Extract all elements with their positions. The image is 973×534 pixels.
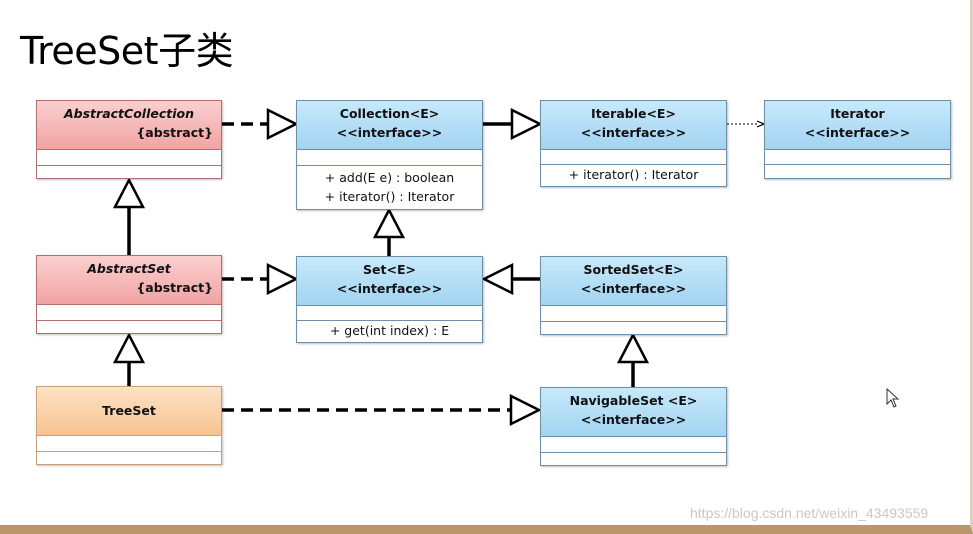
class-name: TreeSet bbox=[102, 403, 156, 418]
hollow-arrowhead bbox=[112, 332, 146, 364]
interface-stereotype: <<interface>> bbox=[580, 125, 687, 140]
methods-section: + get(int index) : E bbox=[297, 320, 482, 342]
watermark-url: https://blog.csdn.net/weixin_43493559 bbox=[690, 505, 929, 521]
method: + add(E e) : boolean bbox=[324, 170, 455, 185]
slide-title: TreeSet子类 bbox=[20, 29, 234, 73]
interface-stereotype: <<interface>> bbox=[580, 281, 687, 296]
class-name: AbstractCollection bbox=[64, 106, 194, 121]
hollow-arrowhead bbox=[266, 262, 299, 296]
attributes-section bbox=[297, 149, 482, 165]
hollow-arrowhead bbox=[372, 207, 406, 239]
collection-interface-box: Collection<E> <<interface>> + add(E e) :… bbox=[296, 100, 483, 210]
class-stereotype: {abstract} bbox=[136, 280, 213, 295]
interface-name: SortedSet<E> bbox=[583, 262, 684, 277]
interface-stereotype: <<interface>> bbox=[580, 412, 687, 427]
methods-section bbox=[541, 452, 726, 465]
hollow-arrowhead bbox=[112, 177, 146, 209]
sortedset-interface-box: SortedSet<E> <<interface>> bbox=[540, 256, 727, 335]
attributes-section bbox=[37, 435, 221, 451]
treeset-class-box: TreeSet bbox=[36, 386, 222, 465]
mouse-pointer-icon bbox=[886, 388, 900, 408]
iterator-interface-box: Iterator <<interface>> bbox=[764, 100, 951, 179]
method: + iterator() : Iterator bbox=[324, 189, 455, 204]
attributes-section bbox=[541, 149, 726, 164]
class-stereotype: {abstract} bbox=[136, 125, 213, 140]
class-name: AbstractSet bbox=[87, 261, 171, 276]
methods-section bbox=[541, 321, 726, 334]
hollow-arrowhead bbox=[509, 393, 542, 427]
interface-name: Set<E> bbox=[363, 262, 416, 277]
hollow-arrowhead bbox=[481, 262, 514, 296]
attributes-section bbox=[297, 305, 482, 320]
methods-section: + iterator() : Iterator bbox=[541, 164, 726, 186]
hollow-arrowhead bbox=[510, 107, 543, 141]
methods-section bbox=[765, 164, 950, 178]
interface-stereotype: <<interface>> bbox=[336, 281, 443, 296]
methods-section bbox=[37, 320, 221, 334]
attributes-section bbox=[541, 305, 726, 321]
interface-name: Collection<E> bbox=[339, 106, 440, 121]
methods-section bbox=[37, 451, 221, 464]
interface-name: NavigableSet <E> bbox=[569, 393, 698, 408]
navigableset-interface-box: NavigableSet <E> <<interface>> bbox=[540, 387, 727, 466]
interface-name: Iterator bbox=[830, 106, 885, 121]
interface-stereotype: <<interface>> bbox=[336, 125, 443, 140]
attributes-section bbox=[541, 436, 726, 452]
hollow-arrowhead bbox=[616, 332, 650, 364]
set-interface-box: Set<E> <<interface>> + get(int index) : … bbox=[296, 256, 483, 343]
attributes-section bbox=[37, 304, 221, 320]
abstractset-class-box: AbstractSet {abstract} bbox=[36, 255, 222, 334]
iterable-interface-box: Iterable<E> <<interface>> + iterator() :… bbox=[540, 100, 727, 187]
method: + get(int index) : E bbox=[329, 323, 450, 338]
interface-name: Iterable<E> bbox=[591, 106, 676, 121]
abstractcollection-class-box: AbstractCollection {abstract} bbox=[36, 100, 222, 179]
interface-stereotype: <<interface>> bbox=[804, 125, 911, 140]
methods-section bbox=[37, 165, 221, 180]
attributes-section bbox=[765, 149, 950, 164]
attributes-section bbox=[37, 149, 221, 165]
method: + iterator() : Iterator bbox=[568, 167, 699, 182]
hollow-arrowhead bbox=[266, 107, 299, 141]
open-arrowhead bbox=[756, 120, 766, 128]
methods-section: + add(E e) : boolean + iterator() : Iter… bbox=[297, 165, 482, 209]
